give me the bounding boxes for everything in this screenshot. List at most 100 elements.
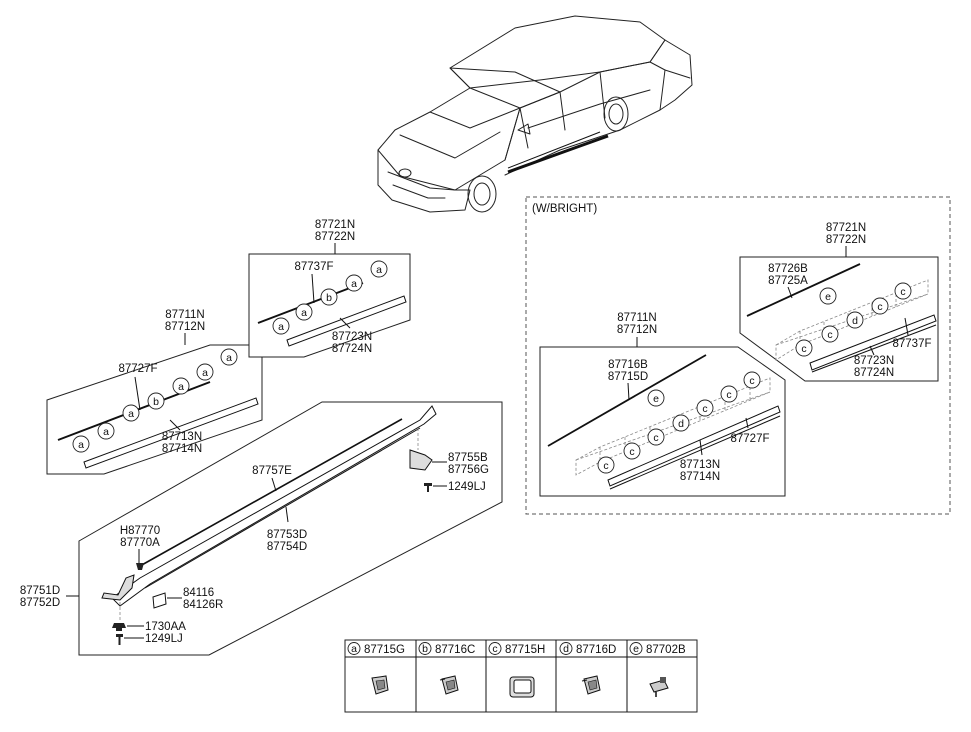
clip-circle: a bbox=[196, 363, 214, 381]
bright-rear-group: 87721N 87722N 87726B 87725A 87723N 87724… bbox=[739, 222, 939, 382]
clip-circle: a bbox=[97, 422, 115, 440]
svg-text:a: a bbox=[376, 264, 382, 276]
front-bracket bbox=[101, 574, 135, 601]
upper-strip bbox=[547, 354, 707, 447]
svg-text:a: a bbox=[301, 307, 307, 319]
legend-item-a: a 87715G bbox=[347, 642, 405, 695]
svg-text:c: c bbox=[653, 432, 658, 444]
label-lower-2: 87714N bbox=[162, 443, 202, 455]
label-main-1: 87711N bbox=[165, 309, 204, 321]
legend-part: 87716D bbox=[576, 644, 616, 656]
svg-text:c: c bbox=[492, 643, 497, 655]
svg-text:a: a bbox=[351, 278, 357, 290]
label-lower-1: 87713N bbox=[680, 459, 720, 471]
label-lower-1: 87723N bbox=[854, 355, 894, 367]
sill-moulding bbox=[139, 418, 403, 567]
svg-text:c: c bbox=[749, 375, 754, 387]
label-lower-1: 87713N bbox=[162, 431, 202, 443]
svg-text:c: c bbox=[726, 389, 731, 401]
label-upper: 87727F bbox=[118, 363, 157, 375]
label-screw-rear: 1249LJ bbox=[448, 481, 486, 493]
front-clip bbox=[136, 563, 144, 570]
svg-text:b: b bbox=[326, 292, 332, 304]
label-outer-2: 87752D bbox=[20, 597, 60, 609]
svg-text:a: a bbox=[351, 643, 357, 655]
svg-text:c: c bbox=[801, 343, 806, 355]
label-side: 87737F bbox=[892, 338, 931, 350]
svg-text:c: c bbox=[603, 460, 608, 472]
label-upper-2: 87715D bbox=[608, 371, 648, 383]
label-upper: 87737F bbox=[294, 261, 333, 273]
svg-text:c: c bbox=[900, 286, 905, 298]
clip-circle: b bbox=[147, 392, 165, 410]
clip-circle: a bbox=[370, 260, 388, 278]
label-main-2: 87722N bbox=[315, 231, 355, 243]
clip-circle: d bbox=[846, 311, 864, 329]
upper-strip bbox=[257, 282, 364, 324]
label-lower-2: 87724N bbox=[332, 343, 372, 355]
clip-circle: c bbox=[720, 385, 738, 403]
label-main-1: 87711N bbox=[617, 312, 656, 324]
svg-text:a: a bbox=[103, 426, 109, 438]
group-rear-moulding: 87721N 87722N 87737F 87723N 87724N a a b… bbox=[248, 219, 411, 358]
label-bracket-1: 87755B bbox=[448, 452, 488, 464]
legend-part: 87716C bbox=[435, 644, 475, 656]
label-pad-2: 84126R bbox=[183, 599, 223, 611]
label-upper-1: 87716B bbox=[608, 359, 648, 371]
label-main-1: 87721N bbox=[315, 219, 355, 231]
svg-text:c: c bbox=[877, 301, 882, 313]
rear-screw bbox=[424, 483, 432, 492]
clip-b-icon bbox=[439, 675, 459, 695]
svg-text:c: c bbox=[629, 446, 634, 458]
label-screw-front: 1249LJ bbox=[145, 633, 183, 645]
clip-circle: c bbox=[871, 297, 889, 315]
rear-bracket bbox=[409, 449, 433, 471]
svg-text:a: a bbox=[78, 439, 84, 451]
label-sill-2: 87754D bbox=[267, 541, 307, 553]
label-side: 87727F bbox=[730, 433, 769, 445]
lower-strip bbox=[83, 397, 259, 469]
legend-item-d: d 87716D bbox=[559, 642, 616, 695]
svg-text:a: a bbox=[278, 321, 284, 333]
clip-circle: a bbox=[272, 317, 290, 335]
front-screw bbox=[116, 634, 123, 645]
clip-circle: a bbox=[172, 377, 190, 395]
svg-text:e: e bbox=[825, 291, 831, 303]
label-moulding: 87757E bbox=[252, 465, 292, 477]
clip-circle: e bbox=[819, 287, 837, 305]
lower-strip bbox=[809, 314, 937, 371]
clip-circle: a bbox=[122, 404, 140, 422]
label-lower-2: 87714N bbox=[680, 471, 720, 483]
clip-circle: c bbox=[696, 399, 714, 417]
legend-part: 87715G bbox=[364, 644, 405, 656]
pad bbox=[152, 592, 167, 609]
clip-circle: c bbox=[743, 371, 761, 389]
clip-circle: a bbox=[72, 435, 90, 453]
clip-circle: c bbox=[795, 339, 813, 357]
svg-text:b: b bbox=[153, 396, 159, 408]
clip-circle: a bbox=[220, 348, 238, 366]
clip-circle: c bbox=[623, 442, 641, 460]
svg-text:a: a bbox=[128, 408, 134, 420]
label-main-2: 87722N bbox=[826, 234, 866, 246]
legend-item-b: b 87716C bbox=[418, 642, 475, 695]
lower-strip bbox=[286, 295, 407, 347]
label-upper-2: 87725A bbox=[768, 275, 808, 287]
clip-circle: a bbox=[345, 274, 363, 292]
label-main-2: 87712N bbox=[617, 324, 657, 336]
section-title: (W/BRIGHT) bbox=[532, 203, 597, 215]
clip-a-icon bbox=[371, 675, 389, 695]
lower-strip bbox=[607, 405, 781, 487]
label-lower-1: 87723N bbox=[332, 331, 372, 343]
legend-item-e: e 87702B bbox=[629, 642, 686, 697]
clip-circle: d bbox=[672, 414, 690, 432]
clip-d-icon bbox=[581, 675, 601, 695]
svg-text:d: d bbox=[678, 418, 684, 430]
svg-text:b: b bbox=[422, 643, 428, 655]
clip-circle: c bbox=[597, 456, 615, 474]
group-side-sill: 87751D 87752D 87757E 87753D 87754D 87755… bbox=[20, 401, 503, 656]
legend-item-c: c 87715H bbox=[488, 642, 545, 698]
car-illustration bbox=[377, 15, 693, 213]
label-main-1: 87721N bbox=[826, 222, 866, 234]
